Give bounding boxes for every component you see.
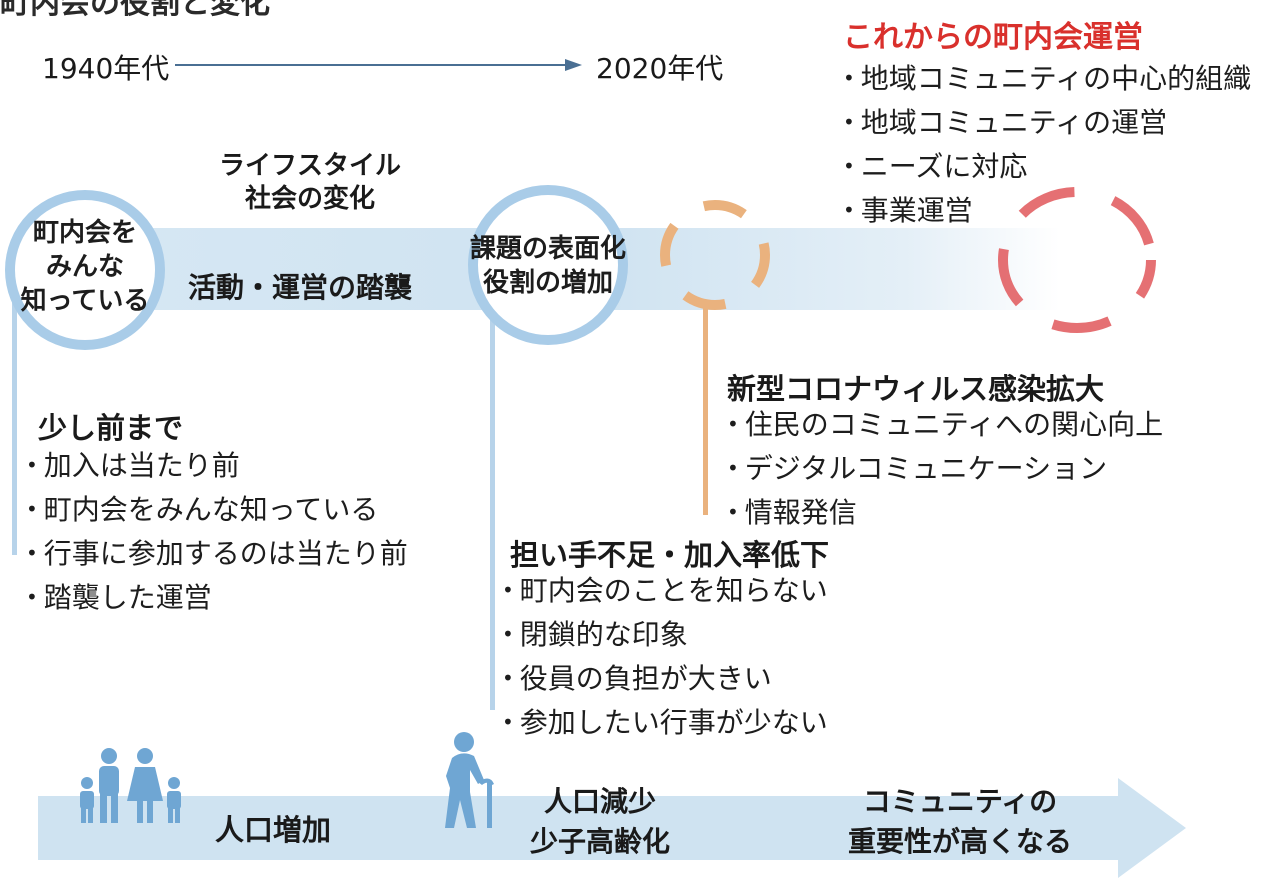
decrease-line1: 人口減少: [543, 785, 656, 818]
awareness-circle-label: 町内会を みんな 知っている: [5, 216, 165, 318]
list-item: 参加したい行事が少ない: [502, 702, 828, 746]
connector-line-past: [12, 300, 17, 555]
importance-label: コミュニティの 重要性が高くなる: [820, 782, 1100, 862]
list-item: デジタルコミュニケーション: [727, 448, 1163, 492]
covid-list: 住民のコミュニティへの関心向上 デジタルコミュニケーション 情報発信: [727, 404, 1163, 536]
dashed-circle-orange: [660, 200, 770, 310]
list-item: 情報発信: [727, 492, 1163, 536]
issues-circle: [468, 185, 628, 345]
issues-circle-label: 課題の表面化 役割の増加: [448, 232, 648, 300]
connector-line-covid: [703, 300, 708, 515]
circle1-line2: みんな: [45, 252, 124, 282]
lifestyle-label: ライフスタイル 社会の変化: [210, 150, 410, 216]
dashed-circle-red: [998, 187, 1156, 333]
population-arrow: [38, 778, 1186, 878]
list-item: 加入は当たり前: [26, 445, 408, 489]
circle2-line1: 課題の表面化: [469, 234, 626, 264]
era-arrow: [175, 59, 582, 71]
list-item: 閉鎖的な印象: [502, 614, 828, 658]
circle1-line1: 町内会を: [32, 218, 137, 248]
list-item: 町内会のことを知らない: [502, 570, 828, 614]
past-list: 加入は当たり前 町内会をみんな知っている 行事に参加するのは当たり前 踏襲した運…: [26, 445, 408, 621]
past-heading: 少し前まで: [38, 411, 184, 445]
list-item: 地域コミュニティの運営: [843, 102, 1251, 146]
list-item: 踏襲した運営: [26, 577, 408, 621]
shortage-list: 町内会のことを知らない 閉鎖的な印象 役員の負担が大きい 参加したい行事が少ない: [502, 570, 828, 746]
population-decrease-label: 人口減少 少子高齢化: [520, 782, 680, 862]
importance-line2: 重要性が高くなる: [847, 825, 1072, 858]
era-start-label: 1940年代: [42, 52, 170, 85]
shortage-heading: 担い手不足・加入率低下: [510, 538, 830, 572]
list-item: 住民のコミュニティへの関心向上: [727, 404, 1163, 448]
lifestyle-label-line2: 社会の変化: [244, 184, 375, 214]
list-item: 行事に参加するのは当たり前: [26, 533, 408, 577]
future-heading: これからの町内会運営: [843, 20, 1143, 55]
population-increase-label: 人口増加: [215, 813, 332, 847]
list-item: 事業運営: [843, 190, 1251, 234]
elderly-person-icon: [445, 732, 494, 828]
family-icon: [80, 748, 181, 823]
covid-heading: 新型コロナウィルス感染拡大: [727, 372, 1105, 406]
circle2-line2: 役割の増加: [482, 268, 613, 298]
awareness-circle: [5, 190, 165, 350]
list-item: 地域コミュニティの中心的組織: [843, 58, 1251, 102]
custom-label: 活動・運営の踏襲: [188, 271, 413, 304]
circle1-line3: 知っている: [20, 286, 150, 316]
list-item: ニーズに対応: [843, 146, 1251, 190]
list-item: 町内会をみんな知っている: [26, 489, 408, 533]
list-item: 役員の負担が大きい: [502, 658, 828, 702]
partial-title: 町内会の役割と変化: [0, 0, 270, 21]
lifestyle-label-line1: ライフスタイル: [218, 151, 401, 181]
importance-line1: コミュニティの: [862, 785, 1058, 818]
era-end-label: 2020年代: [596, 52, 724, 85]
connector-line-shortage: [490, 310, 495, 710]
future-list: 地域コミュニティの中心的組織 地域コミュニティの運営 ニーズに対応 事業運営: [843, 58, 1251, 234]
decrease-line2: 少子高齢化: [529, 825, 670, 858]
